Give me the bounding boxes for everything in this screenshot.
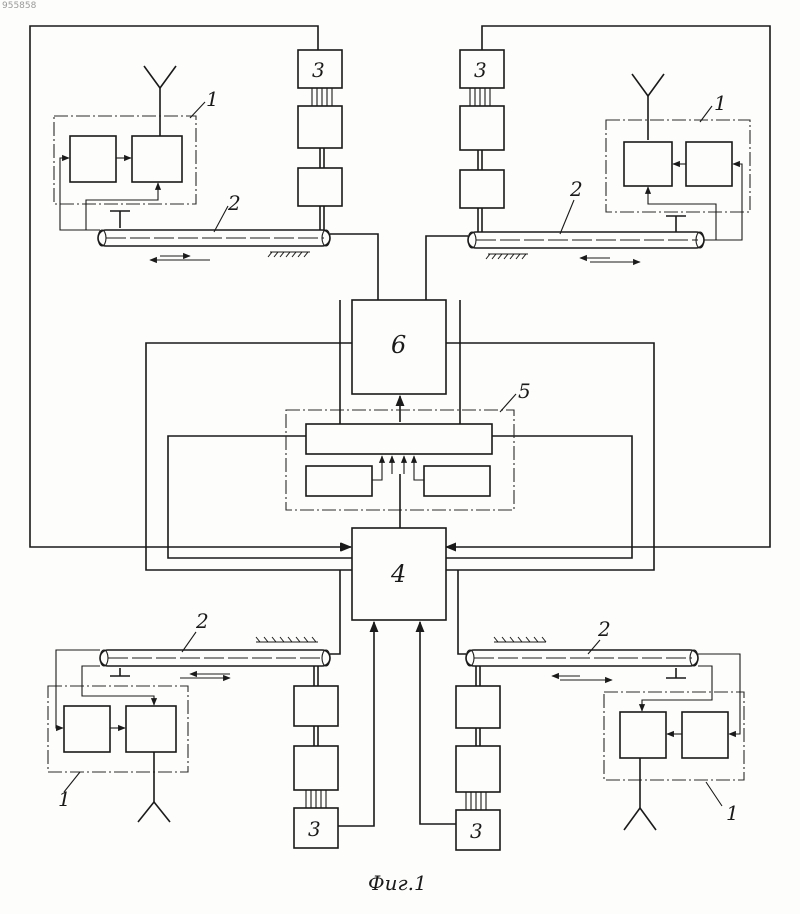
block3-label: 3	[474, 58, 487, 82]
block5-register	[306, 424, 492, 454]
unit1-block-a	[64, 706, 110, 752]
coder-block-top-right	[460, 106, 504, 150]
block4: 4	[346, 528, 446, 620]
line2-label: 2	[569, 177, 583, 201]
block6: 6	[352, 300, 446, 422]
module-top-right: 3 1 2	[426, 50, 750, 300]
line2-label: 2	[597, 617, 611, 641]
modulator-block-top-left	[298, 168, 342, 206]
block6-label: 6	[391, 331, 406, 359]
unit1-block-a	[70, 136, 116, 182]
block5-label: 5	[518, 379, 531, 403]
block3-label: 3	[470, 819, 483, 843]
unit1-block-b	[126, 706, 176, 752]
block5-sub-left	[306, 466, 372, 496]
figure-caption: Фиг.1	[368, 871, 427, 895]
unit1-block-b	[624, 142, 672, 186]
module-bottom-right: 1 2 3	[420, 570, 744, 850]
block3-label: 3	[312, 58, 325, 82]
unit1-label: 1	[726, 801, 739, 825]
block5-sub-right	[424, 466, 490, 496]
modulator-block-bottom-right	[456, 686, 500, 728]
antenna-icon	[632, 74, 664, 140]
patent-stamp: 955858	[2, 1, 37, 11]
unit1-label: 1	[58, 787, 71, 811]
coder-block-top-left	[298, 106, 342, 148]
unit1-block-a	[686, 142, 732, 186]
modulator-block-bottom-left	[294, 686, 338, 726]
unit1-label: 1	[206, 87, 219, 111]
antenna-icon	[144, 66, 176, 140]
line2-label: 2	[227, 191, 241, 215]
antenna-icon	[624, 758, 656, 830]
line2-label: 2	[195, 609, 209, 633]
module-bottom-left: 1 2 3	[48, 570, 374, 848]
unit1-block-b	[132, 136, 182, 182]
antenna-icon	[138, 752, 170, 822]
modulator-block-top-right	[460, 170, 504, 208]
unit1-block-a	[682, 712, 728, 758]
unit1-label: 1	[714, 91, 727, 115]
coder-block-bottom-right	[456, 746, 500, 792]
unit1-block-b	[620, 712, 666, 758]
module-top-left: 3 1 2	[54, 50, 378, 300]
coder-block-bottom-left	[294, 746, 338, 790]
block4-label: 4	[390, 560, 406, 588]
block3-label: 3	[308, 817, 321, 841]
